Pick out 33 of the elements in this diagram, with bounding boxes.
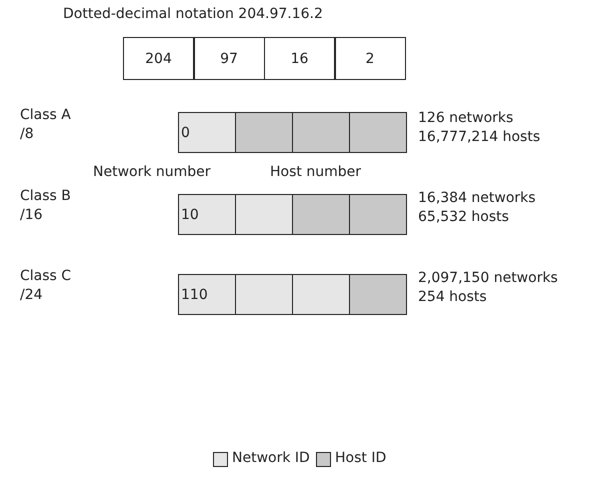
field-label: Host number [270, 164, 361, 180]
class-label: Class C [20, 268, 72, 284]
count-text: 65,532 hosts [418, 209, 509, 225]
count-text: 254 hosts [418, 289, 487, 305]
count-text: 16,384 networks [418, 190, 536, 206]
address-field-cell: 10 [178, 194, 236, 235]
address-field-cell [292, 194, 350, 235]
address-field-cell [349, 112, 406, 153]
address-field-cell: 110 [178, 274, 236, 315]
class-label: Class A [20, 107, 71, 123]
count-text: 126 networks [418, 110, 514, 126]
count-text: 2,097,150 networks [418, 270, 558, 286]
address-field-cell [349, 274, 406, 315]
count-text: 16,777,214 hosts [418, 129, 540, 145]
address-field-cell [235, 274, 292, 315]
octet-cell: 97 [194, 37, 264, 80]
legend-text: Host ID [335, 450, 386, 466]
legend-text: Network ID [232, 450, 310, 466]
field-label: Network number [93, 164, 211, 180]
address-field-cell [235, 194, 292, 235]
address-field-cell: 0 [178, 112, 236, 153]
octet-cell: 2 [334, 37, 406, 80]
octet-cell: 204 [123, 37, 194, 80]
address-field-cell [292, 112, 350, 153]
class-label: /16 [20, 207, 43, 223]
address-field-cell [349, 194, 406, 235]
class-label: /8 [20, 126, 34, 142]
address-field-cell [235, 112, 292, 153]
class-label: Class B [20, 188, 71, 204]
heading: Dotted-decimal notation 204.97.16.2 [63, 6, 323, 22]
class-label: /24 [20, 287, 43, 303]
address-field-cell [292, 274, 350, 315]
octet-cell: 16 [264, 37, 335, 80]
